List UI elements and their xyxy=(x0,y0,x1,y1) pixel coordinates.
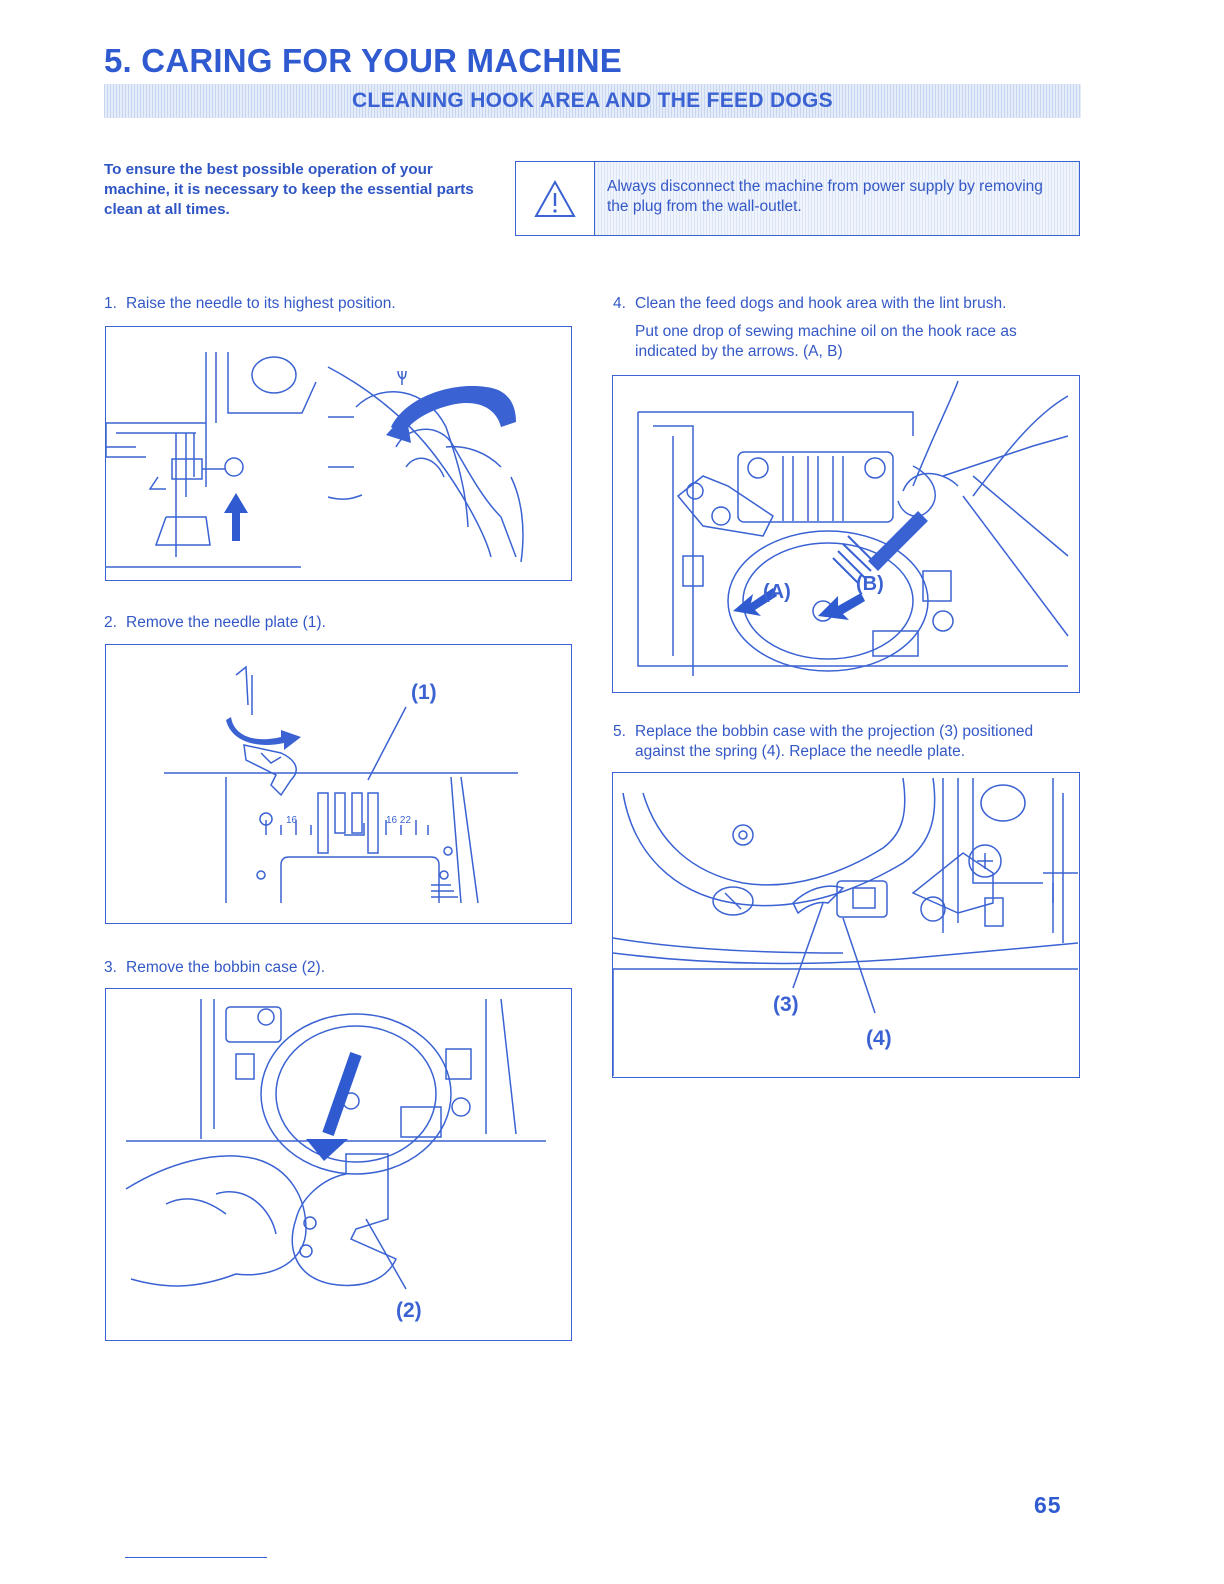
callout-arrow-a: (A) xyxy=(763,581,791,603)
step-3: 3. Remove the bobbin case (2). xyxy=(104,958,325,978)
oil-arrow-b-icon xyxy=(818,593,865,620)
step-4-oil-note: Put one drop of sewing machine oil on th… xyxy=(635,323,1017,360)
oil-arrow-a-icon xyxy=(733,588,777,616)
section-banner: CLEANING HOOK AREA AND THE FEED DOGS xyxy=(104,84,1081,118)
figure-raise-needle xyxy=(105,326,572,581)
step-4-text: Clean the feed dogs and hook area with t… xyxy=(635,295,1007,312)
figure-needle-plate: (1) 16 16 22 xyxy=(105,644,572,924)
step-2: 2. Remove the needle plate (1). xyxy=(104,613,326,633)
step-4-number: 4. xyxy=(613,295,626,312)
step-1: 1. Raise the needle to its highest positi… xyxy=(104,294,396,314)
step-5-number: 5. xyxy=(613,723,626,740)
callout-projection: (3) xyxy=(773,993,799,1016)
callout-arrow-b: (B) xyxy=(856,573,884,595)
figure-replace-bobbin: (3) (4) xyxy=(612,772,1080,1078)
remove-arrow-icon xyxy=(306,1139,348,1161)
machine-head-illustration xyxy=(106,352,317,568)
section-banner-label: CLEANING HOOK AREA AND THE FEED DOGS xyxy=(352,89,833,112)
step-5-text: Replace the bobbin case with the project… xyxy=(635,723,1034,760)
svg-text:16: 16 xyxy=(286,815,298,826)
rotation-arrow-icon xyxy=(391,386,516,435)
up-arrow-icon xyxy=(224,493,248,541)
lift-arrow-icon xyxy=(226,717,301,750)
callout-needle-plate: (1) xyxy=(411,681,437,704)
step-3-number: 3. xyxy=(104,959,117,976)
handwheel-illustration xyxy=(327,366,524,563)
step-3-text: Remove the bobbin case (2). xyxy=(126,959,326,976)
warning-icon-cell xyxy=(516,162,595,235)
step-4: 4. Clean the feed dogs and hook area with… xyxy=(613,294,1083,314)
page-title: 5. CARING FOR YOUR MACHINE xyxy=(104,42,622,79)
intro-text: To ensure the best possible operation of… xyxy=(104,161,474,218)
figure-clean-hook: (A) (B) xyxy=(612,375,1080,693)
figure-bobbin-case: (2) xyxy=(105,988,572,1341)
callout-spring: (4) xyxy=(866,1027,892,1050)
step-1-text: Raise the needle to its highest position… xyxy=(126,295,396,312)
warning-text: Always disconnect the machine from power… xyxy=(595,162,1079,235)
svg-text:16 22: 16 22 xyxy=(386,815,411,826)
warning-box: Always disconnect the machine from power… xyxy=(515,161,1080,236)
page-number: 65 xyxy=(1034,1492,1062,1518)
footer-rule xyxy=(125,1557,267,1558)
callout-bobbin-case: (2) xyxy=(396,1299,422,1322)
step-5: 5. xyxy=(613,722,1083,742)
step-2-text: Remove the needle plate (1). xyxy=(126,614,326,631)
step-2-number: 2. xyxy=(104,614,117,631)
step-1-number: 1. xyxy=(104,295,117,312)
warning-triangle-icon xyxy=(534,179,576,217)
